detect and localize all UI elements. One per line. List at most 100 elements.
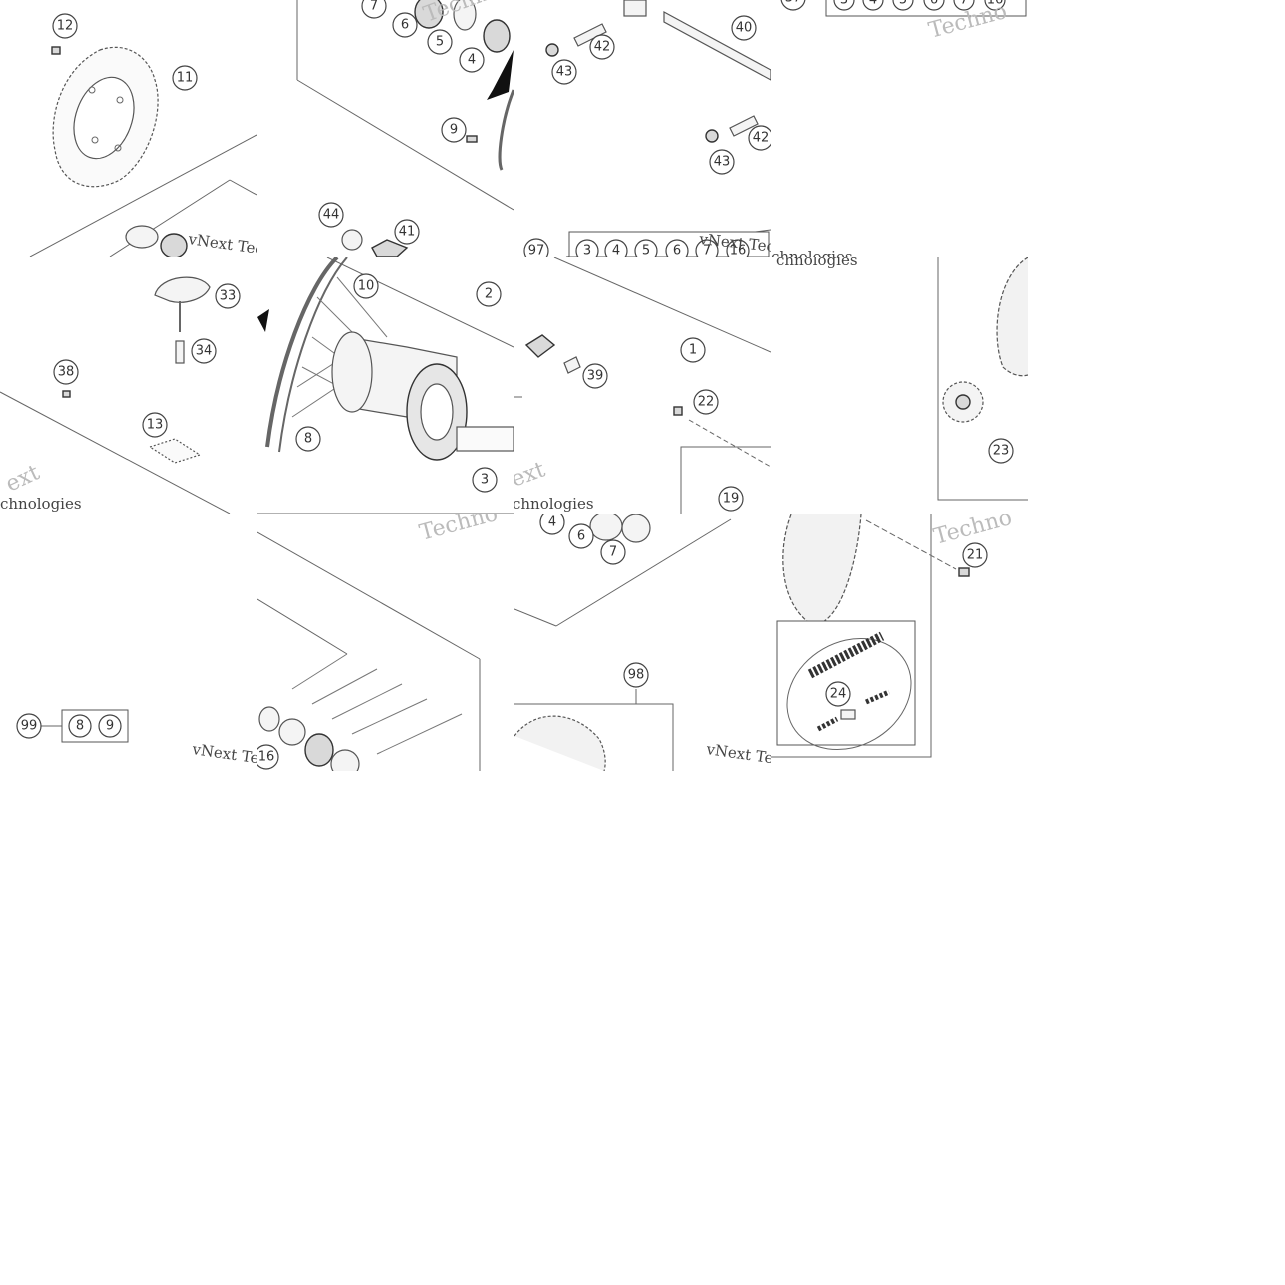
- watermark-text: chnologies: [0, 495, 82, 513]
- callout-43[interactable]: 43: [551, 59, 577, 85]
- callout-label: 42: [753, 131, 770, 146]
- tile-guide-parts: 33 34 38 13 ext chnologies: [0, 257, 257, 514]
- tile-wheel-hub: 10 2 8 3: [257, 257, 514, 514]
- callout-label: 19: [723, 492, 740, 507]
- watermark-text: vNext Technologies: [704, 740, 771, 771]
- callout-42[interactable]: 42: [589, 34, 615, 60]
- callout-label: 38: [58, 365, 75, 380]
- callout-6-b[interactable]: 6: [568, 523, 594, 549]
- callout-16[interactable]: 16: [257, 744, 279, 770]
- callout-label: 7: [609, 545, 617, 560]
- callout-39[interactable]: 39: [582, 363, 608, 389]
- callout-3[interactable]: 3: [472, 467, 498, 493]
- callout-label: 5: [436, 35, 444, 50]
- callout-label: 37: [785, 0, 802, 6]
- callout-label: 4: [548, 515, 556, 530]
- callout-9[interactable]: 9: [441, 117, 467, 143]
- callout-label: 12: [57, 19, 74, 34]
- callout-5[interactable]: 5: [427, 29, 453, 55]
- kit-item: 16: [987, 0, 1004, 8]
- callout-33[interactable]: 33: [215, 283, 241, 309]
- callout-13[interactable]: 13: [142, 412, 168, 438]
- callout-label: 23: [993, 444, 1010, 459]
- callout-label: 2: [485, 287, 493, 302]
- callout-12[interactable]: 12: [52, 13, 78, 39]
- watermark-text: ext: [2, 460, 44, 497]
- callout-34[interactable]: 34: [191, 338, 217, 364]
- callout-4-b[interactable]: 4: [539, 514, 565, 535]
- kit-item: 4: [612, 244, 620, 258]
- callout-19[interactable]: 19: [718, 486, 744, 512]
- callout-23[interactable]: 23: [988, 438, 1014, 464]
- callout-label: 43: [714, 155, 731, 170]
- kit-item: 6: [673, 244, 681, 258]
- kit-item: 5: [899, 0, 907, 8]
- callout-label: 10: [358, 279, 375, 294]
- kit-99-items: 8 9: [68, 714, 122, 738]
- callout-label: 11: [177, 71, 194, 86]
- kit-item: 3: [583, 244, 591, 258]
- callout-2[interactable]: 2: [476, 281, 502, 307]
- callout-8[interactable]: 8: [295, 426, 321, 452]
- callout-label: 6: [577, 529, 585, 544]
- callout-label: 99: [21, 719, 38, 734]
- tile-kit-99: 99 8 9 vNext Technologies: [0, 514, 257, 771]
- callout-37[interactable]: 37: [780, 0, 806, 11]
- tile-bearings-lower: 16 Techno: [257, 514, 514, 771]
- callout-label: 39: [587, 369, 604, 384]
- callout-label: 7: [370, 0, 378, 14]
- callout-97[interactable]: 97: [523, 238, 549, 258]
- watermark-text: vNext Technologies: [186, 230, 257, 257]
- callout-label: 33: [220, 289, 237, 304]
- watermark-text: chnologies: [776, 257, 858, 269]
- callout-21[interactable]: 21: [962, 542, 988, 568]
- tile-kit-header: 37 3 4 5 6 7 16 Techno chnologies: [771, 0, 1028, 257]
- disc-bolt: [51, 46, 61, 55]
- callout-4[interactable]: 4: [459, 47, 485, 73]
- watermark-text: ext: [514, 457, 548, 492]
- callout-label: 3: [481, 473, 489, 488]
- callout-label: 43: [556, 65, 573, 80]
- watermark-text: vNext Technologies: [190, 740, 257, 771]
- tile-hub-bearings: 7 6 5 4 9 44 41 Techno: [257, 0, 514, 257]
- callout-40[interactable]: 40: [731, 15, 757, 41]
- callout-label: 1: [689, 343, 697, 358]
- chain-links: [807, 631, 890, 732]
- kit-item: 4: [869, 0, 877, 8]
- callout-label: 21: [967, 548, 984, 563]
- callout-38[interactable]: 38: [53, 359, 79, 385]
- kit-item: 7: [960, 0, 968, 8]
- callout-label: 16: [258, 750, 275, 765]
- kit-item: 7: [703, 244, 711, 258]
- callout-11[interactable]: 11: [172, 65, 198, 91]
- watermark-text: Techno: [417, 514, 501, 546]
- callout-42-b[interactable]: 42: [748, 125, 771, 151]
- kit-97-items: 3 4 5 6 7 16: [575, 239, 750, 258]
- callout-24[interactable]: 24: [825, 681, 851, 707]
- callout-99[interactable]: 99: [16, 713, 42, 739]
- kit-item: 3: [840, 0, 848, 8]
- callout-label: 41: [399, 225, 416, 240]
- callout-7-b[interactable]: 7: [600, 539, 626, 565]
- callout-41[interactable]: 41: [394, 219, 420, 245]
- watermark-text: chnologies: [771, 248, 853, 257]
- callout-98[interactable]: 98: [623, 662, 649, 688]
- callout-label: 22: [698, 395, 715, 410]
- callout-label: 34: [196, 344, 213, 359]
- callout-44[interactable]: 44: [318, 202, 344, 228]
- callout-7[interactable]: 7: [361, 0, 387, 19]
- tile-axle-parts: 40 42 43 42 43 97 3 4 5 6 7 16 vNext Tec…: [514, 0, 771, 257]
- callout-label: 44: [323, 208, 340, 223]
- brake-disc: [52, 46, 159, 188]
- callout-label: 97: [528, 244, 545, 258]
- kit-item: 5: [642, 244, 650, 258]
- callout-43-b[interactable]: 43: [709, 149, 735, 175]
- tile-brake-disc: 12 11 vNext Technologies: [0, 0, 257, 257]
- callout-1[interactable]: 1: [680, 337, 706, 363]
- callout-10[interactable]: 10: [353, 273, 379, 299]
- callout-22[interactable]: 22: [693, 389, 719, 415]
- callout-6[interactable]: 6: [392, 12, 418, 38]
- callout-label: 98: [628, 668, 645, 683]
- kit-item: 6: [930, 0, 938, 8]
